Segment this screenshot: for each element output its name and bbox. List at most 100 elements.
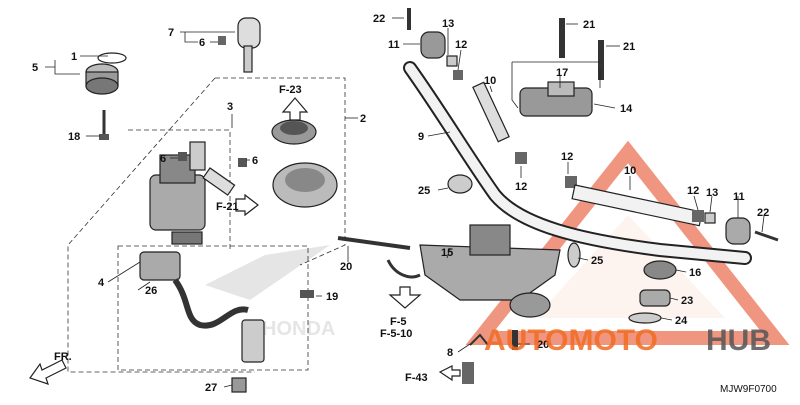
callout-19: 19 — [326, 291, 338, 303]
part-washer-24 — [628, 312, 662, 324]
callout-15: 15 — [441, 247, 453, 259]
part-clamp — [386, 259, 421, 279]
leader-lines — [45, 17, 765, 388]
callout-7: 7 — [168, 27, 174, 39]
callout-22b: 22 — [757, 207, 769, 219]
honda-logo-text: HONDA — [262, 318, 335, 340]
callout-10b: 10 — [624, 165, 636, 177]
part-nut-6c — [238, 158, 247, 167]
watermark-triangle — [465, 140, 790, 345]
callout-24: 24 — [675, 315, 688, 327]
callout-3: 3 — [227, 101, 233, 113]
callout-9: 9 — [418, 131, 424, 143]
part-collar-13a — [446, 55, 458, 67]
part-bolt-21a — [559, 18, 565, 58]
ref-f21: F-21 — [216, 201, 239, 213]
callout-25a: 25 — [418, 185, 430, 197]
part-screw-18 — [99, 110, 109, 140]
callout-27: 27 — [205, 382, 217, 394]
callout-16: 16 — [689, 267, 701, 279]
ref-f5-10: F-5-10 — [380, 328, 412, 340]
part-nut-12d — [692, 210, 704, 222]
diagram-code: MJW9F0700 — [720, 384, 777, 395]
part-bolt-20b — [512, 330, 518, 350]
arrow-f5 — [388, 286, 422, 309]
part-screw-19 — [300, 290, 314, 298]
callout-18: 18 — [68, 131, 80, 143]
part-nut-12b — [515, 152, 527, 164]
callout-23: 23 — [681, 295, 693, 307]
callout-11b: 11 — [733, 191, 745, 203]
callout-12b: 12 — [515, 181, 527, 193]
ref-f5: F-5 — [390, 316, 407, 328]
front-arrow-label: FR. — [54, 351, 72, 363]
part-nut-12c — [565, 176, 577, 188]
callout-17: 17 — [556, 67, 568, 79]
part-clip-25b — [567, 242, 581, 268]
callout-21a: 21 — [583, 19, 595, 31]
part-rod-10a — [472, 81, 510, 143]
part-clip-27 — [231, 377, 247, 393]
group-outline-left — [67, 77, 255, 373]
part-cap-upper — [271, 119, 317, 145]
part-nut-6 — [218, 36, 226, 45]
callout-5: 5 — [32, 62, 38, 74]
part-cap-lower — [272, 162, 338, 208]
brand-watermark: AUTOMOTO HUB — [484, 324, 771, 357]
brand-auto: AUTOMOTO — [484, 324, 658, 357]
part-collar — [85, 52, 127, 95]
part-bolt-f43 — [462, 362, 474, 384]
part-damper-16 — [643, 260, 677, 280]
brand-hub: HUB — [706, 324, 771, 357]
part-clip-8 — [469, 333, 489, 346]
part-handlebar — [403, 61, 752, 265]
callout-11a: 11 — [388, 39, 400, 51]
honda-logo: HONDA — [205, 245, 335, 340]
arrow-f43 — [438, 365, 461, 382]
callout-6c: 6 — [252, 155, 258, 167]
part-nut-23 — [639, 289, 671, 307]
callout-14: 14 — [620, 103, 633, 115]
group-outline — [215, 77, 346, 266]
callout-25b: 25 — [591, 255, 603, 267]
part-weight-11b — [725, 217, 751, 245]
callout-10a: 10 — [484, 75, 496, 87]
part-key — [237, 17, 261, 73]
callout-8: 8 — [447, 347, 453, 359]
part-nut-12a — [453, 70, 463, 80]
ref-f43: F-43 — [405, 372, 428, 384]
callout-6a: 6 — [199, 37, 205, 49]
callout-12c: 12 — [561, 151, 573, 163]
callout-4: 4 — [98, 277, 105, 289]
part-clip-25a — [447, 174, 473, 194]
callout-12a: 12 — [455, 39, 467, 51]
callout-13b: 13 — [706, 187, 718, 199]
part-bolt-21b — [598, 40, 604, 80]
callout-1: 1 — [71, 51, 77, 63]
switch-outline — [128, 129, 231, 250]
part-collar-13b — [704, 212, 716, 224]
part-bolt-22a — [407, 8, 411, 30]
part-nut-6b — [178, 152, 187, 161]
callout-2: 2 — [360, 113, 366, 125]
part-top-bridge — [419, 224, 561, 318]
part-weight-11a — [420, 31, 446, 59]
callout-numbers: 1 2 3 4 5 6 6 6 7 8 9 10 10 11 11 12 12 … — [32, 13, 769, 394]
callout-20a: 20 — [340, 261, 352, 273]
callout-20b: 20 — [537, 339, 549, 351]
part-ignition-switch — [149, 141, 236, 245]
callout-22a: 22 — [373, 13, 385, 25]
part-upper-holder — [519, 81, 593, 117]
callout-13a: 13 — [442, 18, 454, 30]
ref-f23: F-23 — [279, 84, 302, 96]
callout-26: 26 — [145, 285, 157, 297]
holder-bracket-line — [511, 62, 519, 109]
arrow-f23 — [281, 97, 309, 121]
part-bolt-20a — [337, 236, 411, 250]
callout-21b: 21 — [623, 41, 635, 53]
part-bolt-22b — [754, 230, 779, 242]
arrow-f21 — [235, 193, 259, 217]
part-harness — [139, 251, 265, 363]
harness-outline — [117, 245, 309, 371]
